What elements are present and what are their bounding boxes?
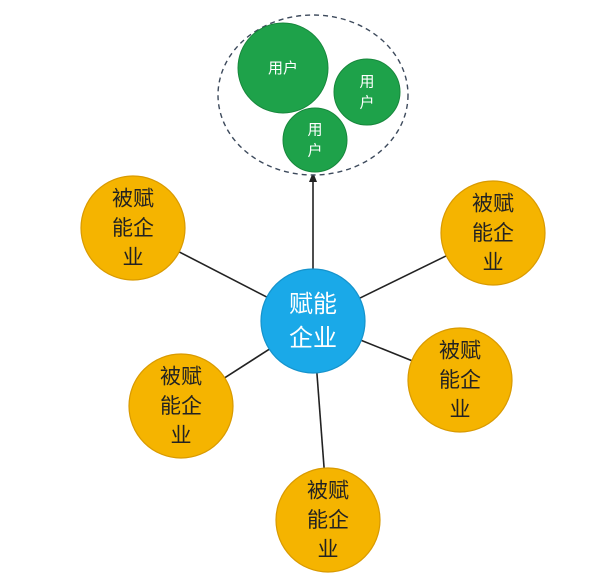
partner-node-2-label-line-1: 被赋 [472, 192, 514, 216]
user-node-3-label-line-1: 用 [307, 121, 322, 139]
partner-node-5-label-line-2: 能企 [307, 508, 349, 532]
connector-line-5 [316, 372, 325, 469]
user-node-3-label-line-2: 户 [307, 142, 322, 160]
partner-node-1-label-line-2: 能企 [112, 216, 154, 240]
partner-node-3-label-line-1: 被赋 [439, 339, 481, 363]
user-node-2-label-line-1: 用 [359, 73, 374, 91]
connector-line-2 [359, 255, 447, 299]
user-node-3: 用户 [282, 107, 348, 173]
partner-node-4-label-line-1: 被赋 [160, 365, 202, 389]
connector-line-1 [178, 251, 268, 298]
user-node-2-label-line-2: 户 [359, 94, 374, 112]
partner-node-2-label-line-3: 业 [483, 250, 504, 274]
partner-node-5-label-line-1: 被赋 [307, 479, 349, 503]
connector-line-3 [361, 339, 412, 362]
partner-node-1-label-line-1: 被赋 [112, 187, 154, 211]
partner-node-4-label-line-2: 能企 [160, 394, 202, 418]
partner-node-3-label-line-2: 能企 [439, 368, 481, 392]
user-node-1-label-line-1: 用户 [268, 59, 298, 77]
center-node-label-line-1: 赋能 [289, 290, 337, 318]
partner-node-5-label-line-3: 业 [318, 537, 339, 561]
partner-node-3-label-line-3: 业 [450, 397, 471, 421]
connector-line-4 [224, 348, 270, 379]
center-node-label-line-2: 企业 [289, 324, 337, 352]
partner-node-4-label-line-3: 业 [171, 423, 192, 447]
user-node-2: 用户 [333, 58, 401, 126]
user-node-1: 用户 [237, 22, 329, 114]
partner-node-2-label-line-2: 能企 [472, 221, 514, 245]
partner-node-1-label-line-3: 业 [123, 245, 144, 269]
